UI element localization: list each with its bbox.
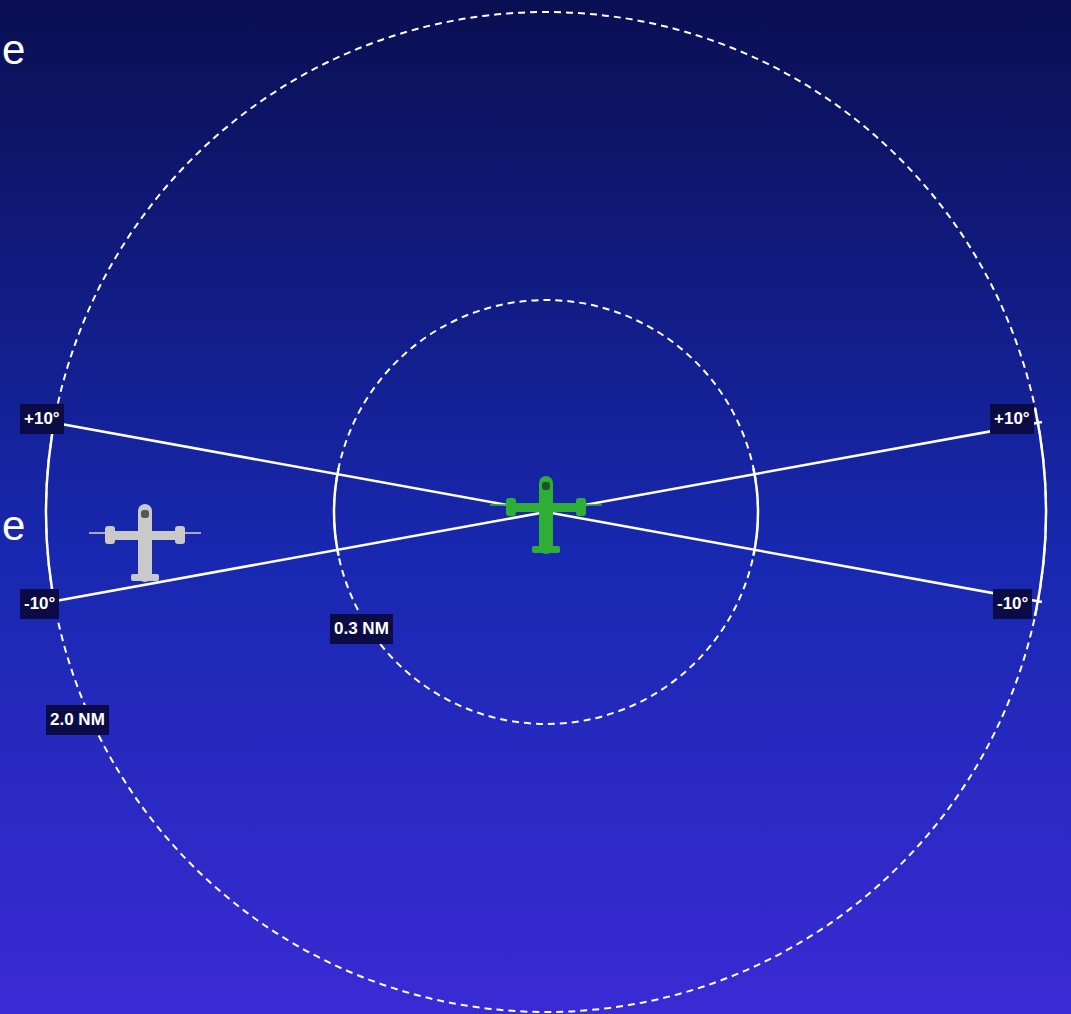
bearing-line — [50, 422, 1042, 602]
cropped-text: e — [2, 26, 25, 74]
outer-arc — [1035, 408, 1046, 616]
bearing-line — [50, 422, 1042, 602]
range-rings — [46, 12, 1046, 1012]
inner-ring — [334, 300, 758, 724]
angle-label: -10° — [993, 589, 1032, 619]
outer-arc — [46, 408, 57, 616]
intruder-aircraft — [89, 504, 201, 582]
cropped-text: e — [2, 502, 25, 550]
outer-ring — [46, 12, 1046, 1012]
angle-label: +10° — [990, 404, 1034, 434]
angle-label: +10° — [20, 404, 64, 434]
inner-arc — [334, 468, 339, 555]
range-label: 0.3 NM — [330, 614, 393, 644]
inner-arc — [753, 468, 758, 555]
ownship-aircraft — [490, 476, 602, 554]
range-label: 2.0 NM — [46, 705, 109, 735]
angle-label: -10° — [20, 589, 59, 619]
